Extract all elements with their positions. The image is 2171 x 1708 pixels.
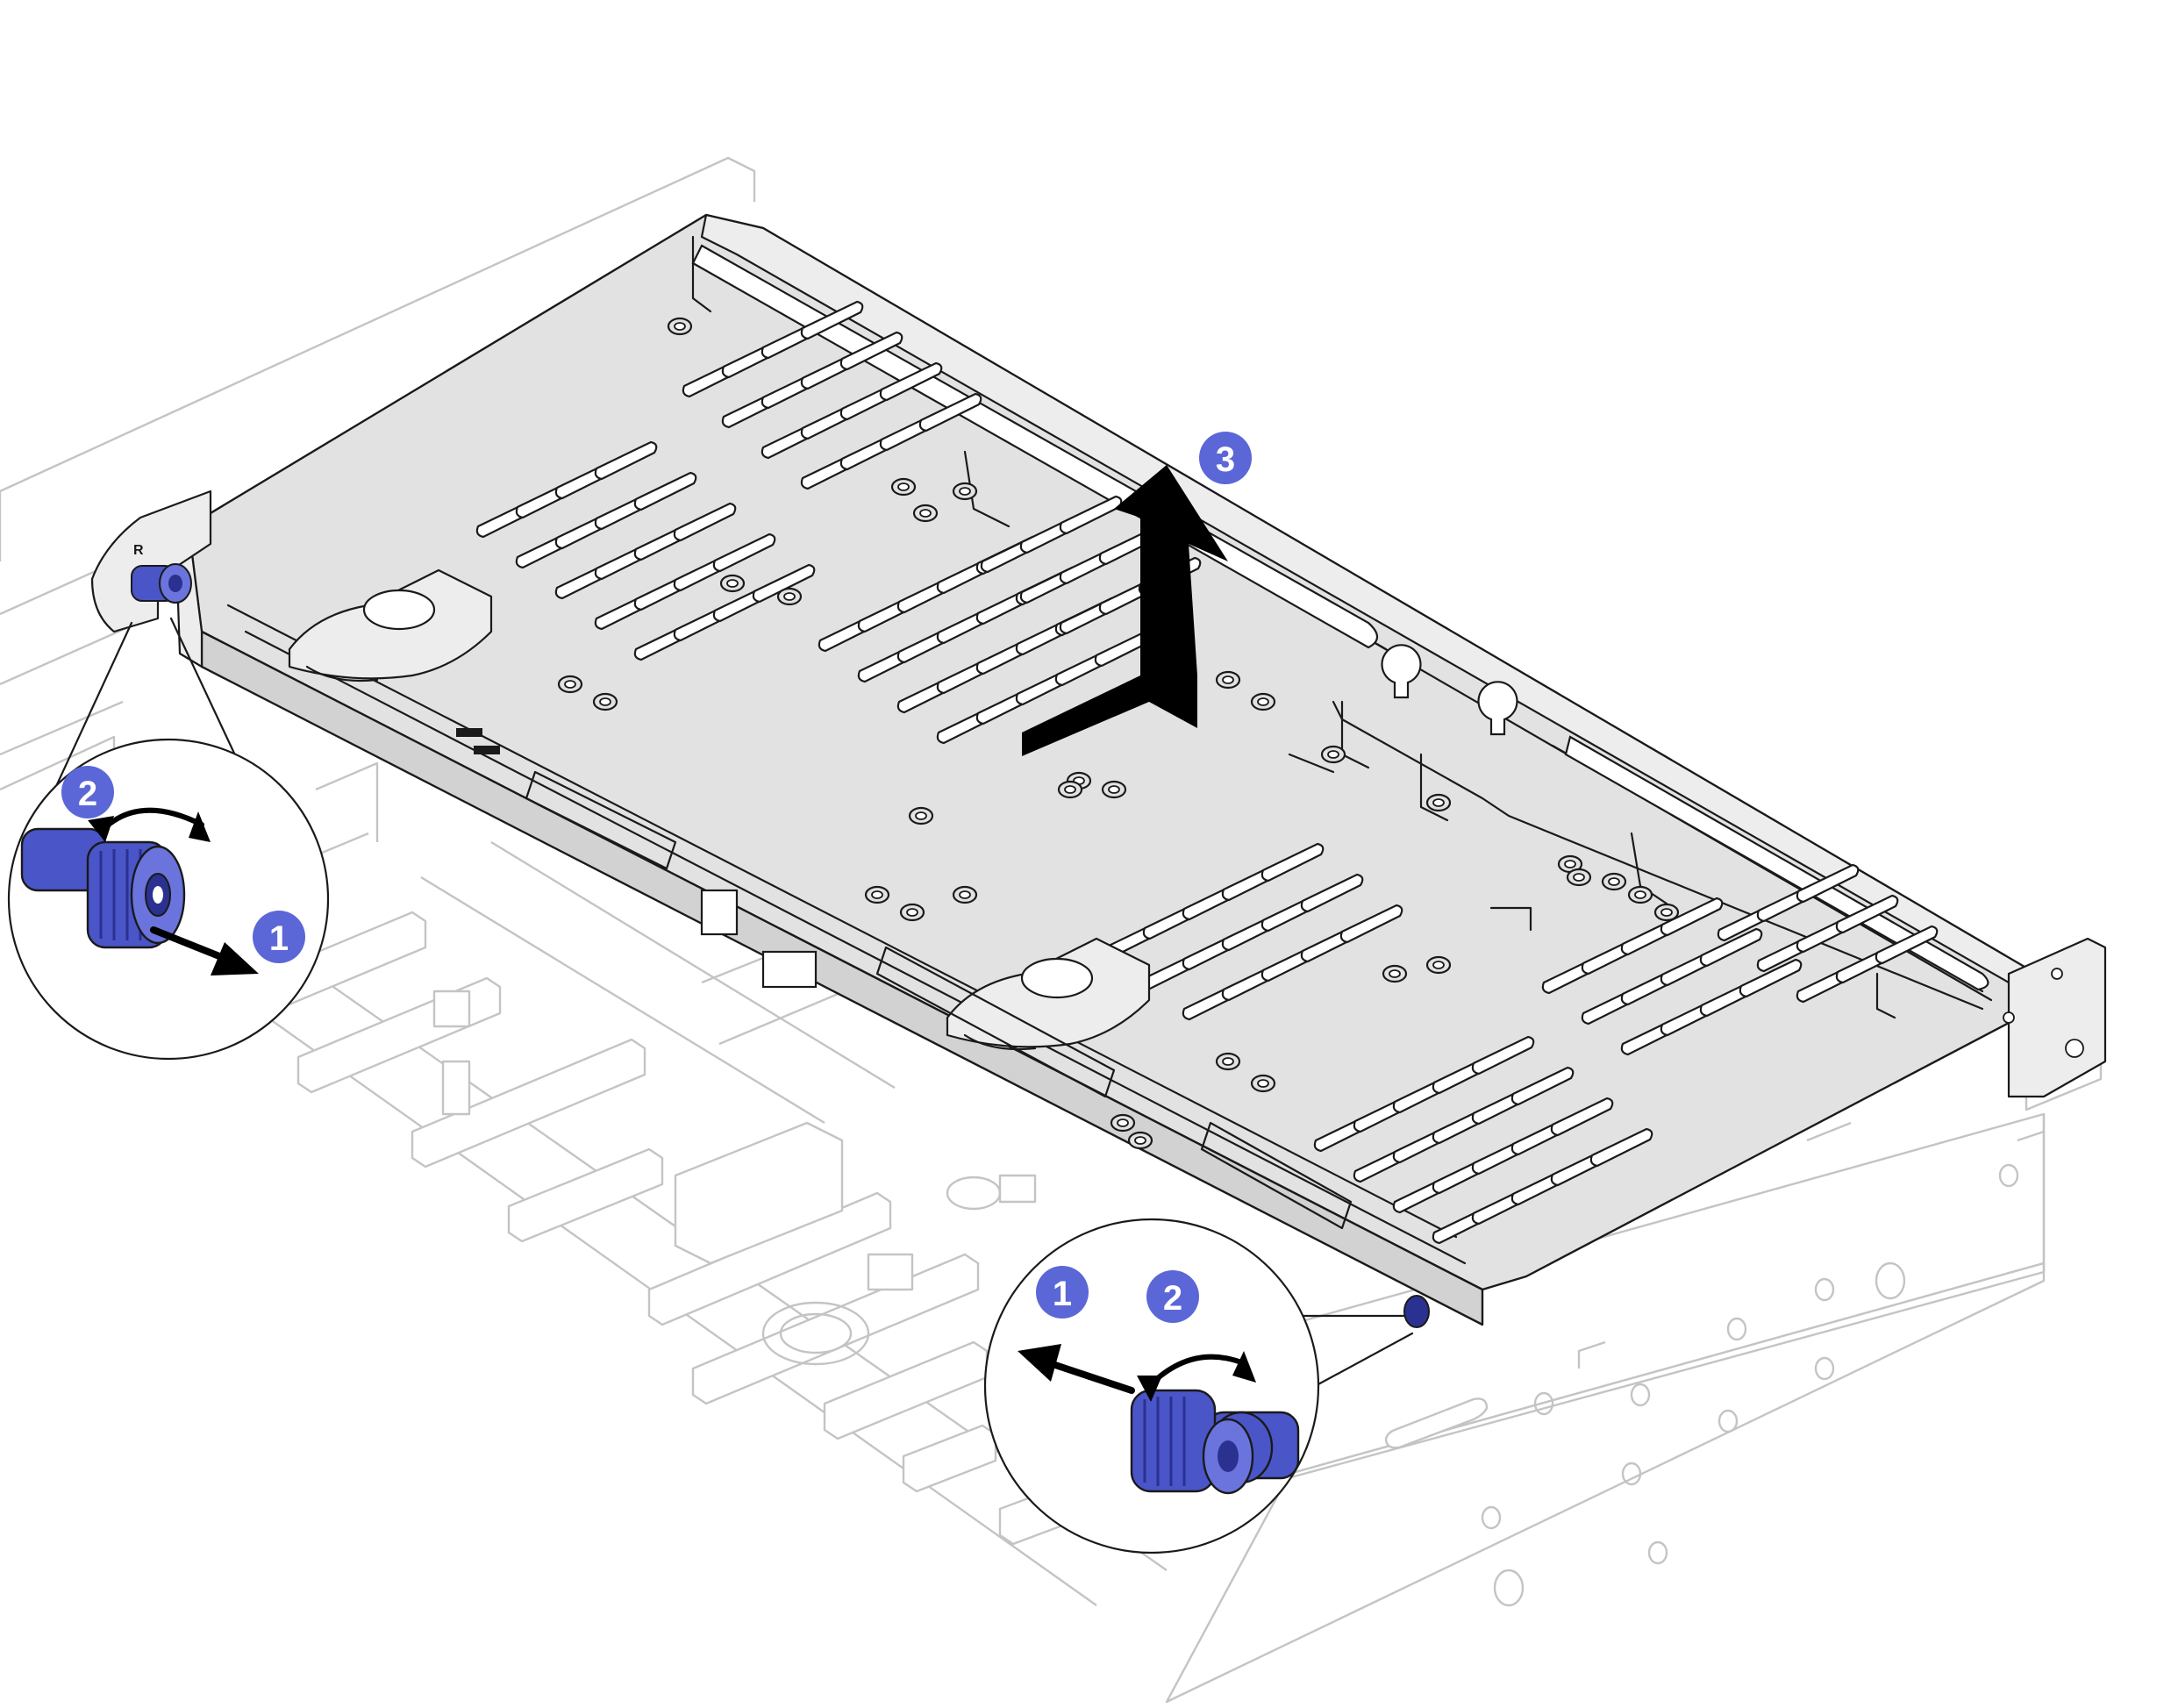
vent-slot	[633, 471, 697, 511]
callout-badge-left-2: 2	[61, 766, 114, 818]
mounting-hole	[1653, 903, 1680, 922]
left-plunger-on-tray	[131, 563, 192, 604]
callout-label-left-2: 2	[78, 775, 97, 813]
pull-arrow-icon	[1018, 1344, 1135, 1394]
mounting-hole	[557, 675, 583, 694]
mounting-hole	[1215, 670, 1241, 690]
vent-slot	[712, 532, 776, 573]
left-detail-magnifier: 2 1	[7, 617, 330, 1061]
mounting-hole	[1601, 872, 1627, 891]
mounting-hole	[1127, 1131, 1153, 1150]
plunger-icon	[20, 827, 186, 949]
vent-slot	[1699, 927, 1763, 968]
tray-connectors	[456, 728, 1353, 1230]
mounting-hole	[1250, 1074, 1276, 1093]
vent-slot	[1660, 897, 1724, 937]
mounting-hole	[592, 692, 618, 711]
mounting-hole	[952, 482, 978, 501]
vent-slot	[1260, 842, 1325, 883]
mounting-hole	[1215, 1052, 1241, 1071]
vent-slot	[1589, 1127, 1653, 1168]
vent-slot	[1875, 925, 1939, 965]
mounting-hole	[952, 885, 978, 904]
mounting-hole	[1110, 1113, 1136, 1133]
rotate-arrow-icon	[1137, 1351, 1256, 1402]
callout-label-left-1: 1	[269, 919, 289, 958]
vent-slot	[752, 563, 816, 604]
mounting-hole	[1250, 692, 1276, 711]
rotate-arrow-icon	[88, 807, 211, 842]
vent-slot	[879, 361, 943, 402]
lift-arrow-icon	[1022, 465, 1228, 756]
drive-latch-left	[288, 568, 493, 682]
mounting-hole	[890, 477, 917, 497]
vent-slot	[839, 331, 903, 371]
drive-latch-right	[946, 937, 1151, 1051]
vent-slot	[1510, 1066, 1575, 1106]
vent-slot	[1300, 873, 1364, 913]
mounting-hole	[1382, 964, 1408, 983]
callout-badge-right-1: 1	[1036, 1266, 1089, 1319]
mounting-hole	[1057, 780, 1083, 799]
callout-badge-left-1: 1	[253, 911, 305, 963]
plunger-icon	[1130, 1389, 1300, 1495]
mounting-hole	[864, 885, 890, 904]
right-detail-magnifier: 1 2	[983, 1218, 1414, 1554]
mounting-hole	[1320, 745, 1346, 764]
pull-arrow-icon	[150, 926, 259, 975]
callout-badge-right-2: 2	[1146, 1270, 1199, 1323]
mounting-hole	[719, 574, 746, 593]
callout-label-3: 3	[1216, 440, 1235, 479]
mounting-hole	[1101, 780, 1127, 799]
callout-label-right-1: 1	[1053, 1275, 1072, 1313]
vent-slot	[918, 392, 982, 432]
tray-mounting-holes	[557, 317, 1680, 1150]
callout-badge-3: 3	[1199, 432, 1252, 484]
vent-slot	[1550, 1097, 1614, 1137]
mounting-hole	[908, 806, 934, 825]
mounting-hole	[1627, 885, 1653, 904]
mounting-hole	[1425, 955, 1452, 975]
vent-slot	[594, 440, 658, 481]
mounting-hole	[1425, 793, 1452, 812]
tray-letter-mark: R	[133, 543, 144, 558]
vent-slot	[1471, 1035, 1535, 1076]
mounting-hole	[1566, 868, 1592, 887]
mounting-hole	[899, 903, 925, 922]
mounting-hole	[667, 317, 693, 336]
vent-slot	[1739, 958, 1803, 998]
mounting-hole	[912, 504, 939, 523]
vent-slot	[800, 300, 864, 340]
server-chassis-ghost	[0, 156, 1168, 1606]
vent-slot	[1796, 863, 1860, 904]
mounting-hole	[776, 587, 803, 606]
callout-label-right-2: 2	[1163, 1279, 1182, 1318]
vent-slot	[1835, 894, 1899, 934]
vent-slot	[673, 502, 737, 542]
drive-cage-tray: R	[90, 213, 2107, 1326]
right-plunger-on-tray	[1403, 1295, 1430, 1328]
vent-slot	[1339, 904, 1403, 944]
